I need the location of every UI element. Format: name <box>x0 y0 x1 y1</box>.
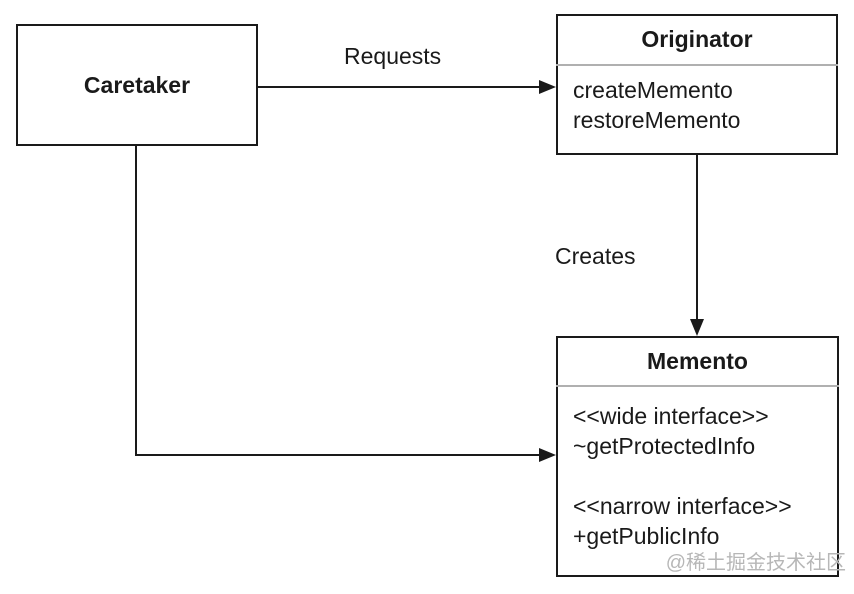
node-memento-header: Memento <box>558 338 837 385</box>
watermark-text: @稀土掘金技术社区 <box>665 552 846 574</box>
node-memento-body: <<wide interface>> ~getProtectedInfo <<n… <box>558 385 837 551</box>
memento-method: ~getProtectedInfo <box>573 433 756 459</box>
node-memento: Memento <<wide interface>> ~getProtected… <box>556 336 839 577</box>
node-memento-title: Memento <box>647 348 748 374</box>
requests-edge-label: Requests <box>344 43 442 69</box>
originator-method: restoreMemento <box>573 107 741 133</box>
memento-compartment-divider <box>556 385 839 387</box>
originator-compartment-divider <box>556 64 838 66</box>
originator-method: createMemento <box>573 77 733 103</box>
caretaker-memento-edge-line <box>135 146 542 456</box>
creates-edge-label: Creates <box>555 243 636 269</box>
node-caretaker: Caretaker <box>16 24 258 146</box>
memento-stereotype-line: <<narrow interface>> <box>573 493 792 519</box>
node-originator: Originator createMemento restoreMemento <box>556 14 838 155</box>
memento-stereotype-line: <<wide interface>> <box>573 403 769 429</box>
node-originator-header: Originator <box>558 16 836 63</box>
node-caretaker-title: Caretaker <box>83 71 191 98</box>
caretaker-memento-arrowhead-icon <box>539 448 556 462</box>
creates-arrowhead-icon <box>690 319 704 336</box>
node-originator-title: Originator <box>641 26 753 52</box>
requests-arrowhead-icon <box>539 80 556 94</box>
memento-wide-interface-section: <<wide interface>> ~getProtectedInfo <box>573 401 822 461</box>
node-originator-body: createMemento restoreMemento <box>558 63 836 135</box>
memento-method: +getPublicInfo <box>573 523 720 549</box>
memento-narrow-interface-section: <<narrow interface>> +getPublicInfo <box>573 491 822 551</box>
